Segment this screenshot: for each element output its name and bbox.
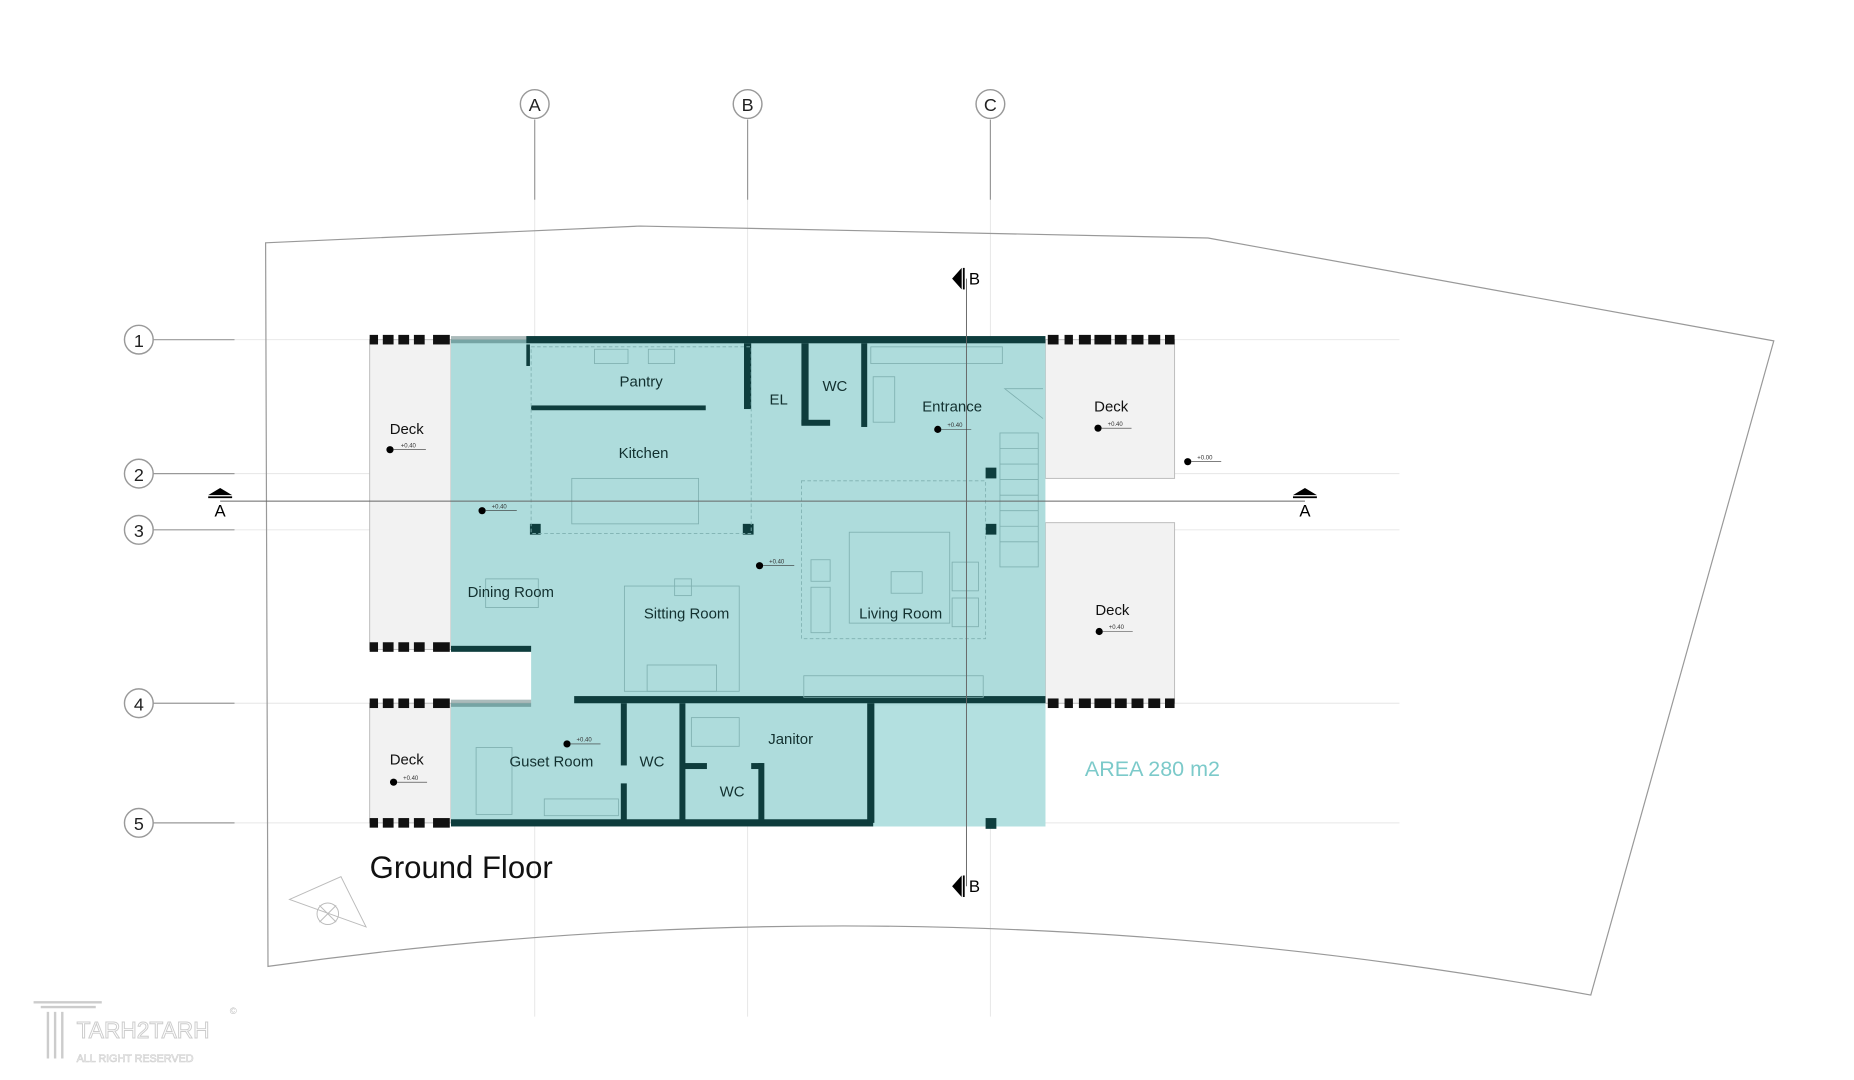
- room-label-living: Living Room: [859, 605, 942, 622]
- elevation-marker: +0.00: [1184, 455, 1222, 466]
- elevation-marker: +0.40: [755, 559, 795, 570]
- deck-left-top: [369, 339, 452, 650]
- deck-right-bottom: [1044, 522, 1176, 704]
- room-label-pantry: Pantry: [620, 373, 664, 390]
- elevation-marker: +0.40: [563, 738, 601, 748]
- svg-text:+0.40: +0.40: [403, 776, 419, 782]
- walls: [450, 336, 1046, 829]
- deck-label: Deck: [390, 421, 425, 438]
- window-bands: [369, 334, 1175, 828]
- grid-column-a: A: [519, 88, 550, 200]
- grid-row-3: 3: [123, 514, 235, 545]
- room-label-sitting: Sitting Room: [644, 605, 730, 622]
- elevation-marker: +0.40: [478, 504, 517, 515]
- svg-text:+0.40: +0.40: [947, 423, 963, 429]
- svg-text:+0.40: +0.40: [769, 559, 785, 565]
- room-label-entrance: Entrance: [922, 398, 982, 415]
- elevation-marker: +0.40: [934, 423, 972, 433]
- room-label-wc: WC: [822, 378, 847, 395]
- deck-label: Deck: [1095, 602, 1130, 619]
- elevation-marker: +0.40: [1094, 422, 1132, 432]
- grid-label: C: [984, 95, 997, 115]
- grid-label: 2: [134, 465, 144, 485]
- grid-label: 3: [134, 521, 144, 541]
- deck-right-top: [1044, 339, 1176, 479]
- svg-text:+0.40: +0.40: [401, 443, 417, 449]
- grid-label: 5: [134, 814, 144, 834]
- svg-text:+0.00: +0.00: [1197, 455, 1213, 461]
- grid-row-4: 4: [123, 688, 235, 719]
- grid-column-c: C: [975, 88, 1006, 200]
- grid-label: 1: [134, 331, 144, 351]
- site-boundary: [265, 225, 1775, 996]
- section-marker-b-top: B: [969, 270, 980, 289]
- area-label: AREA 280 m2: [1085, 757, 1220, 781]
- drawing-title: Ground Floor: [370, 850, 553, 885]
- north-arrow-icon: [288, 876, 368, 928]
- svg-text:+0.40: +0.40: [1108, 422, 1124, 428]
- elevation-marker: +0.40: [386, 443, 426, 454]
- elevation-marker: +0.40: [1095, 625, 1133, 636]
- grid-label: 4: [134, 694, 144, 714]
- grid-label: B: [742, 95, 754, 115]
- logo: TARH2TARH ALL RIGHT RESERVED ©: [33, 1001, 237, 1065]
- svg-text:+0.40: +0.40: [577, 738, 593, 744]
- grid-row-1: 1: [123, 324, 235, 355]
- logo-tagline: ALL RIGHT RESERVED: [77, 1053, 194, 1065]
- deck-label: Deck: [390, 751, 425, 768]
- room-label-el: EL: [770, 391, 788, 408]
- copyright-mark: ©: [230, 1006, 237, 1017]
- room-label-guest: Guset Room: [510, 754, 594, 771]
- svg-text:+0.40: +0.40: [492, 504, 508, 510]
- section-line-a: A A: [208, 487, 1317, 521]
- room-label-wc-guest: WC: [639, 754, 664, 771]
- section-marker-b-bottom: B: [969, 877, 980, 896]
- deck-label: Deck: [1094, 398, 1129, 415]
- room-label-wc-janitor: WC: [720, 784, 745, 801]
- grid-label: A: [529, 95, 541, 115]
- floor-area: [450, 339, 1046, 827]
- grid-row-5: 5: [123, 807, 235, 838]
- logo-name: TARH2TARH: [77, 1017, 210, 1043]
- room-label-kitchen: Kitchen: [619, 445, 669, 462]
- open-area: [873, 705, 1046, 827]
- section-marker-a-left: A: [215, 502, 227, 521]
- grid-column-b: B: [732, 88, 763, 200]
- grid-row-2: 2: [123, 458, 235, 489]
- section-marker-a-right: A: [1299, 502, 1311, 521]
- elevation-marker: +0.40: [389, 776, 428, 786]
- section-line-b: B B: [952, 267, 980, 898]
- svg-text:+0.40: +0.40: [1109, 625, 1125, 631]
- room-label-dining: Dining Room: [468, 584, 554, 601]
- room-label-janitor: Janitor: [768, 731, 813, 748]
